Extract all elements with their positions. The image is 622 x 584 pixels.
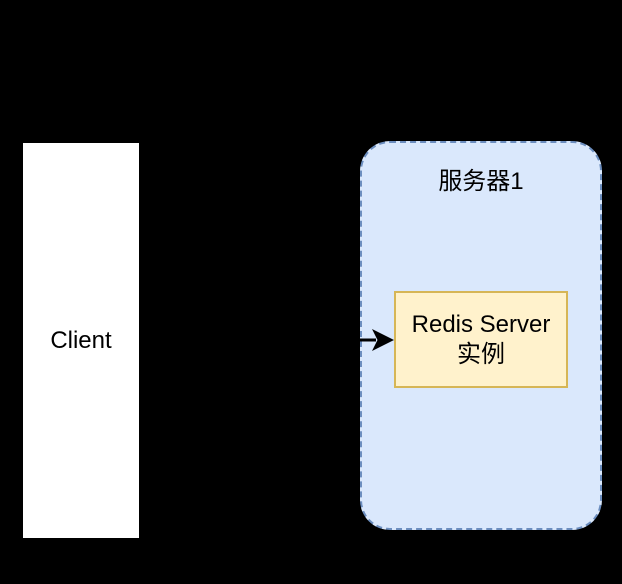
redis-server-label-line2: 实例 xyxy=(457,340,505,368)
client-to-redis-arrow[interactable] xyxy=(140,329,394,351)
redis-server-label-line1: Redis Server xyxy=(411,310,551,338)
server-container-label: 服务器1 xyxy=(438,168,524,195)
client-node[interactable]: Client xyxy=(22,142,140,539)
redis-server-node[interactable]: Redis Server 实例 xyxy=(394,291,568,388)
client-node-label: Client xyxy=(50,326,112,354)
